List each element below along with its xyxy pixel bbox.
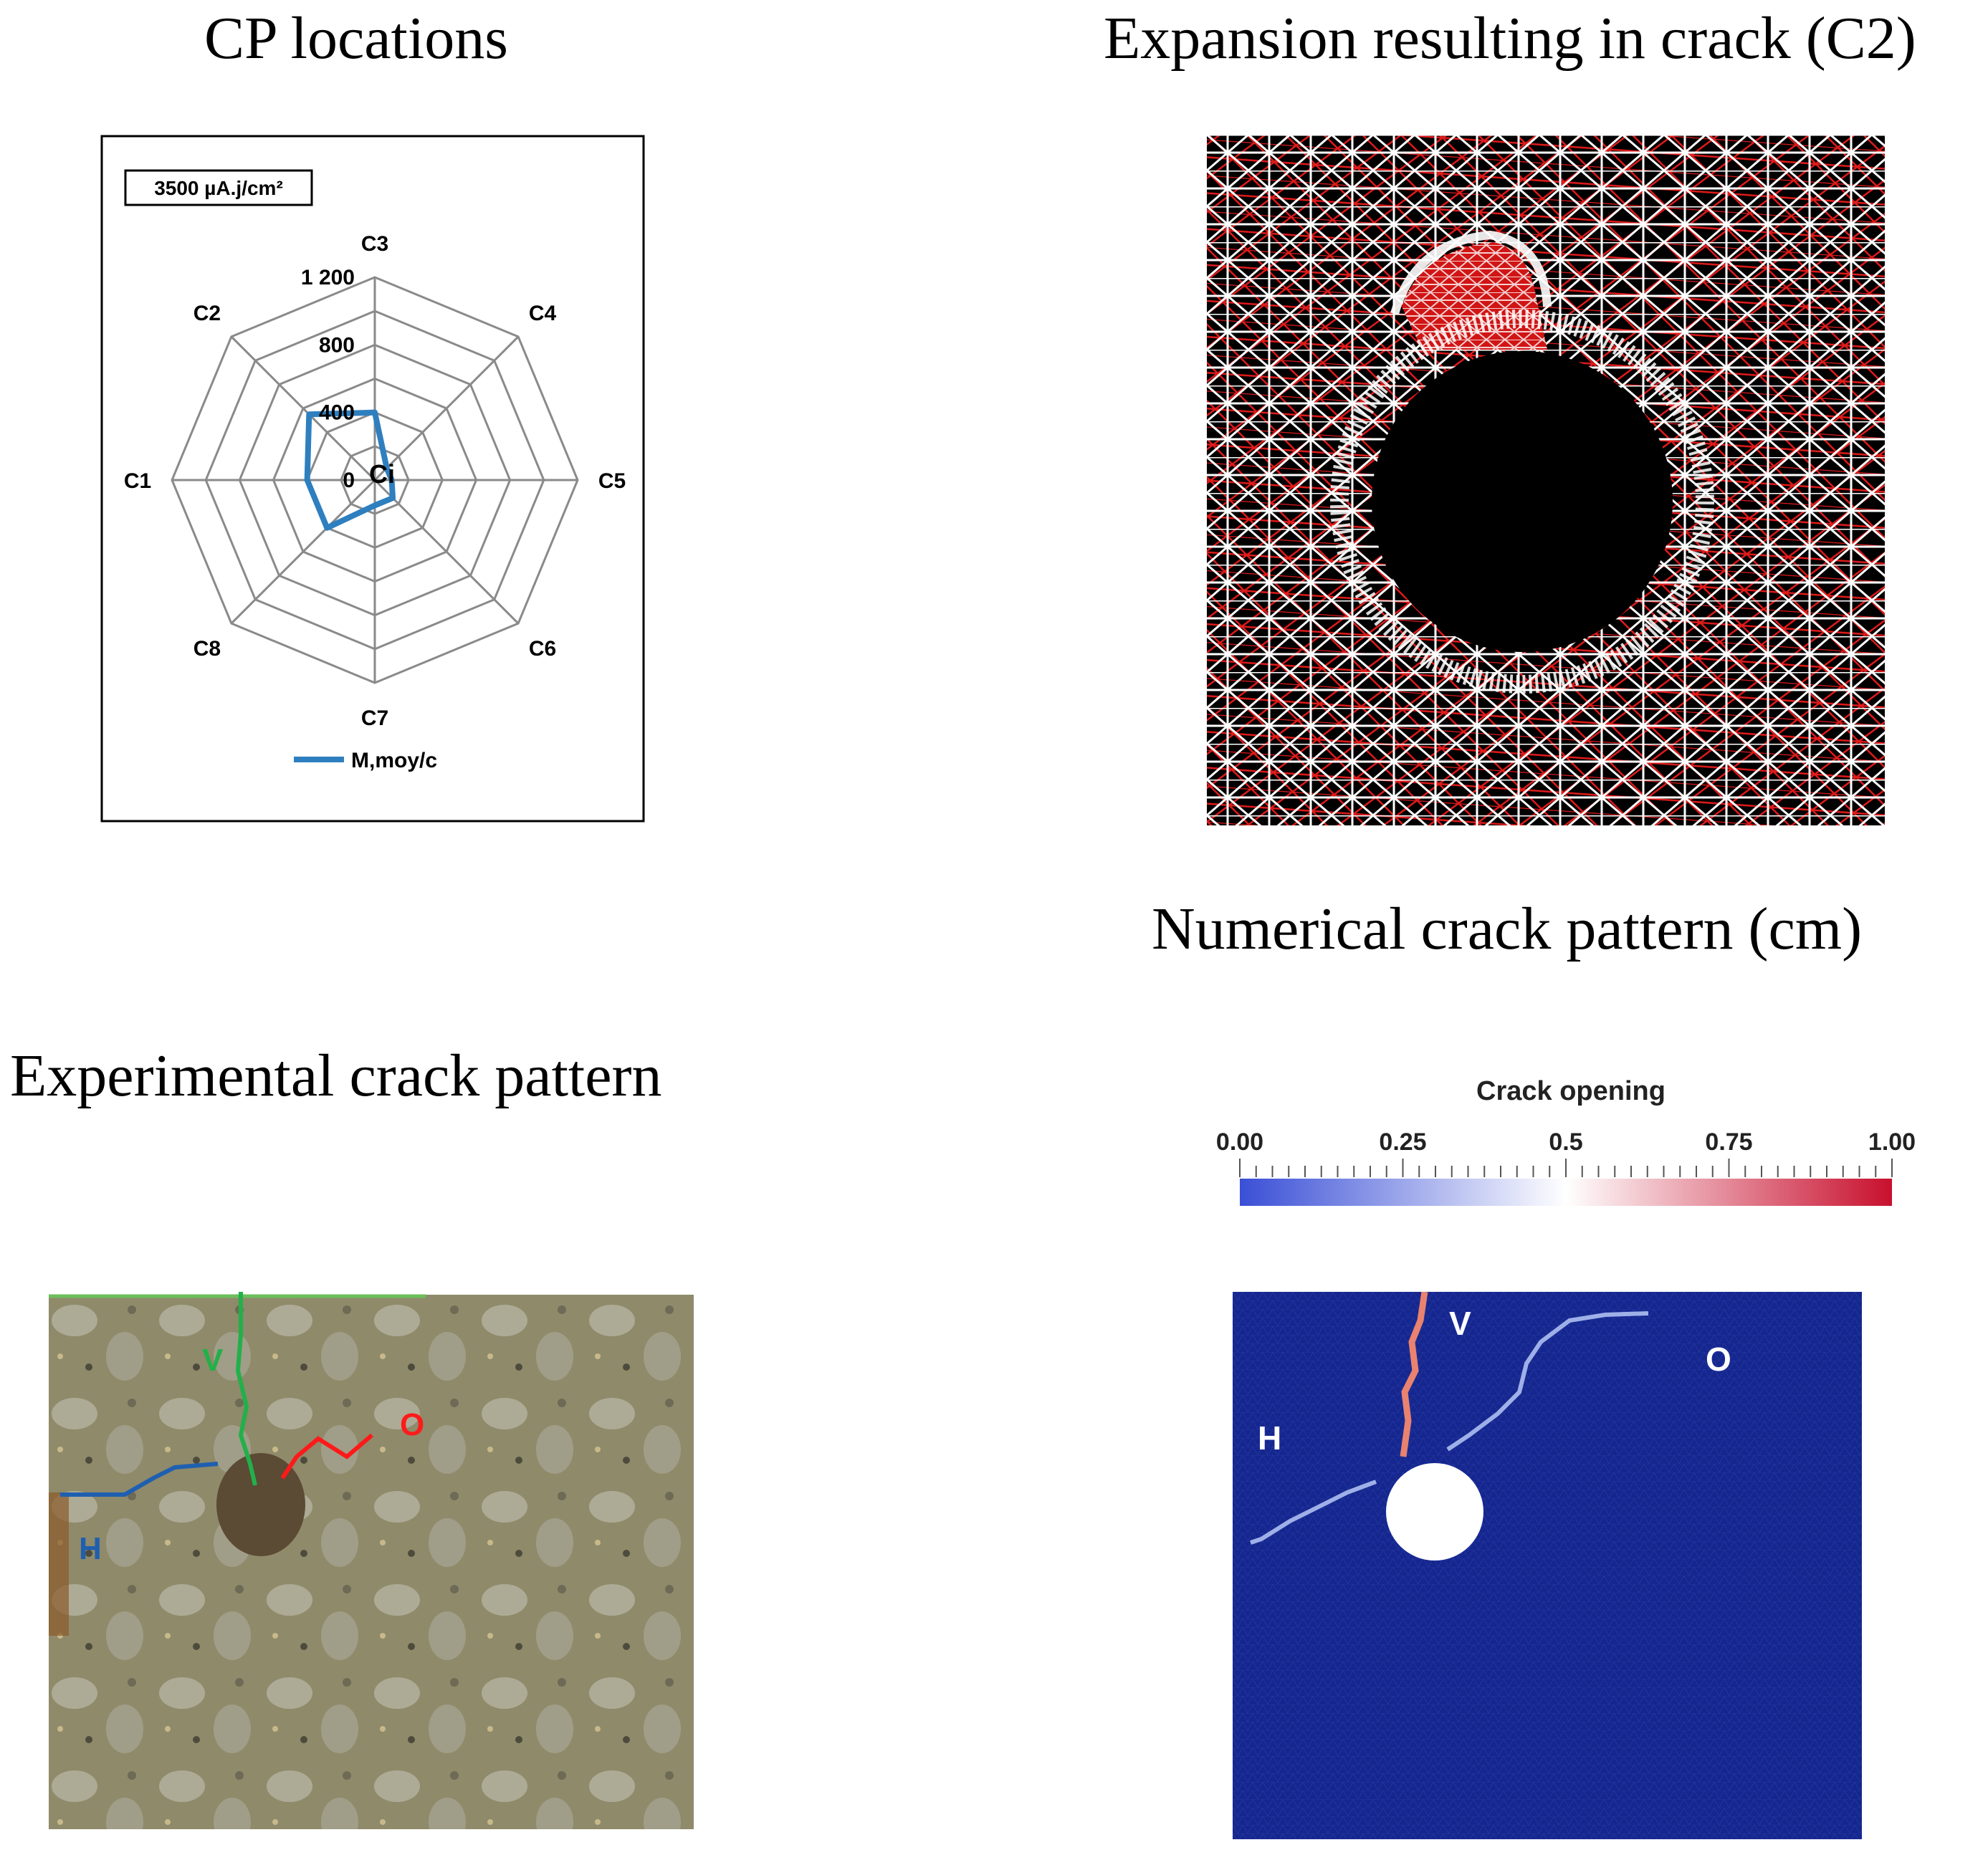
radar-axis-label: C6 bbox=[529, 637, 556, 661]
radar-axis-label: C3 bbox=[361, 232, 388, 256]
sim-crack-o bbox=[1446, 1311, 1649, 1452]
expansion-mesh bbox=[1207, 135, 1885, 825]
radar-axis-label: C2 bbox=[193, 302, 221, 325]
radar-box bbox=[124, 169, 313, 206]
sim-crack-v bbox=[1400, 1292, 1428, 1457]
radar-axis-label: C7 bbox=[361, 706, 388, 730]
radar-tick-label: 0 bbox=[343, 469, 355, 492]
sim-crack-h bbox=[1250, 1480, 1377, 1545]
radar-box-label: 3500 µA.j/cm² bbox=[154, 177, 283, 199]
title-numerical: Numerical crack pattern (cm) bbox=[1152, 896, 1863, 962]
photo-rebar-hole bbox=[216, 1453, 305, 1556]
radar-spoke bbox=[230, 335, 376, 481]
photo-crack-o bbox=[280, 1433, 373, 1480]
radar-grid bbox=[171, 276, 579, 684]
sim-hole bbox=[1386, 1463, 1483, 1561]
colorbar-tick-label: 0.75 bbox=[1705, 1128, 1752, 1156]
radar-legend-label: M,moy/c bbox=[351, 749, 437, 772]
photo-label-h: H bbox=[79, 1531, 102, 1566]
radar-tick-label: 800 bbox=[319, 333, 355, 357]
radar-series-line bbox=[304, 409, 396, 531]
photo-rust-edge bbox=[49, 1492, 69, 1636]
colorbar-title: Crack opening bbox=[1476, 1076, 1666, 1106]
colorbar-tick-label: 0.25 bbox=[1379, 1128, 1426, 1156]
radar-tick-label: 400 bbox=[319, 401, 355, 425]
photo-label-v: V bbox=[202, 1343, 224, 1378]
radar-spoke bbox=[373, 479, 520, 625]
colorbar-tick-label: 1.00 bbox=[1868, 1128, 1916, 1156]
photo-crack-h bbox=[60, 1462, 219, 1497]
mesh-expanded-fine bbox=[1402, 242, 1547, 350]
colorbar-ticks: 0.00 0.25 0.5 0.75 1.00 bbox=[1216, 1128, 1916, 1177]
radar-axis-label: C5 bbox=[598, 469, 626, 493]
radar-series bbox=[304, 409, 396, 531]
title-experimental: Experimental crack pattern bbox=[10, 1042, 662, 1109]
photo-label-o: O bbox=[400, 1407, 424, 1442]
sim-mesh bbox=[1233, 1292, 1862, 1839]
colorbar-gradient bbox=[1240, 1179, 1892, 1206]
experimental-crack-photo: V O H bbox=[49, 1292, 694, 1829]
sim-label-v: V bbox=[1449, 1305, 1471, 1342]
radar-center-label: Ci bbox=[369, 459, 395, 489]
numerical-crack-sim: V O H bbox=[1233, 1292, 1862, 1839]
sim-label-o: O bbox=[1706, 1341, 1731, 1378]
radar-axis-label: C1 bbox=[124, 469, 151, 493]
radar-spoke bbox=[373, 335, 520, 481]
colorbar-tick-label: 0.00 bbox=[1216, 1128, 1263, 1156]
sim-label-h: H bbox=[1258, 1419, 1281, 1457]
mesh-crack-band bbox=[1390, 230, 1552, 315]
title-cp-locations: CP locations bbox=[204, 5, 508, 72]
colorbar-tick-label: 0.5 bbox=[1549, 1128, 1582, 1156]
radar-spoke bbox=[230, 479, 376, 625]
radar-tick-label: 1 200 bbox=[301, 266, 355, 289]
mesh-hole bbox=[1372, 351, 1673, 652]
photo-aggregate bbox=[49, 1295, 694, 1829]
colorbar: Crack opening 0.00 0.25 0.5 0.75 1.00 bbox=[1216, 1076, 1916, 1206]
radar-axis-label: C8 bbox=[193, 637, 221, 661]
title-expansion: Expansion resulting in crack (C2) bbox=[1104, 5, 1916, 72]
radar-axis-label: C4 bbox=[529, 302, 557, 325]
photo-crack-v bbox=[235, 1292, 257, 1486]
